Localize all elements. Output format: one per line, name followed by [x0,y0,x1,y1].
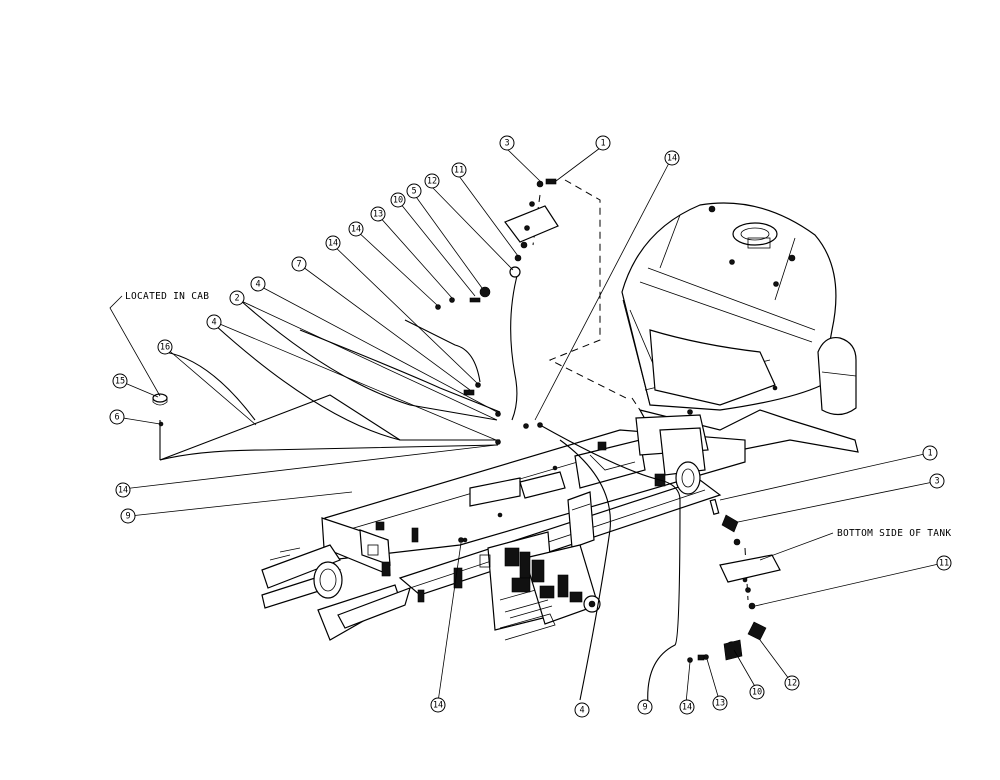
callout-number: 3 [504,139,509,149]
callout-15: 15 [112,373,128,389]
callout-circle [325,235,341,251]
hoses [159,271,681,706]
note-bottom-side-of-tank: BOTTOM SIDE OF TANK [837,528,951,539]
callout-number: 7 [296,260,301,270]
callout-circle [929,473,945,489]
callout-4-bottom: 4 [574,702,590,718]
callout-circle [451,162,467,178]
callout-circle [348,221,364,237]
callout-3-right: 3 [929,473,945,489]
callout-circle [406,183,422,199]
callout-number: 10 [752,688,762,698]
callout-circle [229,290,245,306]
callout-number: 9 [642,703,647,713]
callout-10-top: 10 [390,192,406,208]
callout-circle [499,135,515,151]
callout-11-top: 11 [451,162,467,178]
callout-1-top: 1 [595,135,611,151]
callout-number: 1 [927,449,932,459]
callout-circle [430,697,446,713]
tank [621,202,859,453]
callout-5: 5 [406,183,422,199]
callout-number: 6 [114,413,119,423]
callout-circle [206,314,222,330]
callout-circle [120,508,136,524]
callout-number: 14 [682,703,692,713]
callout-2: 2 [229,290,245,306]
callout-14-br: 14 [679,699,695,715]
callout-circle [291,256,307,272]
callout-number: 14 [118,486,128,496]
callout-number: 11 [939,559,949,569]
bottom-tank-fitting-assembly [687,498,781,663]
callout-circle [574,702,590,718]
callout-number: 12 [787,679,797,689]
callout-number: 13 [715,699,725,709]
callout-12-br: 12 [784,675,800,691]
callout-circle [370,206,386,222]
callout-14-left: 14 [115,482,131,498]
callout-number: 16 [160,343,170,353]
callout-number: 1 [600,139,605,149]
callout-13-top: 13 [370,206,386,222]
callout-9-left: 9 [120,508,136,524]
callout-3-top: 3 [499,135,515,151]
callout-number: 2 [234,294,239,304]
pump-valve-assembly [479,531,601,641]
callout-circle [784,675,800,691]
callout-circle [664,150,680,166]
callout-circle [679,699,695,715]
callout-circle [424,173,440,189]
callout-7: 7 [291,256,307,272]
callout-circle [595,135,611,151]
callout-circle [637,699,653,715]
callout-11-right: 11 [936,555,952,571]
callout-4-left: 4 [206,314,222,330]
callout-circle [936,555,952,571]
callout-circle [749,684,765,700]
callout-number: 14 [433,701,443,711]
callout-number: 15 [115,377,125,387]
callout-number: 14 [667,154,677,164]
callout-number: 5 [411,187,416,197]
callout-1-right: 1 [922,445,938,461]
callout-number: 12 [427,177,437,187]
callout-number: 4 [579,706,584,716]
callout-circle [390,192,406,208]
callout-14-upper: 14 [325,235,341,251]
callout-circle [112,373,128,389]
callout-14-upper2: 14 [348,221,364,237]
callout-number: 11 [454,166,464,176]
callout-circle [250,276,266,292]
callout-circle [109,409,125,425]
callout-number: 4 [255,280,260,290]
callout-4-upper: 4 [250,276,266,292]
callout-circle [115,482,131,498]
callout-number: 9 [125,512,130,522]
callout-14-bottom: 14 [430,697,446,713]
top-fitting-assembly [152,178,559,543]
callout-10-br: 10 [749,684,765,700]
callout-6: 6 [109,409,125,425]
callout-14-topright: 14 [664,150,680,166]
callout-number: 3 [934,477,939,487]
callout-13-br: 13 [712,695,728,711]
callout-number: 14 [328,239,338,249]
callout-circle [922,445,938,461]
note-located-in-cab: LOCATED IN CAB [125,291,209,302]
leader-lines [109,147,944,704]
callout-number: 4 [211,318,216,328]
callout-circle [157,339,173,355]
callout-9-bottom: 9 [637,699,653,715]
callout-16: 16 [157,339,173,355]
callout-number: 10 [393,196,403,206]
callout-number: 14 [351,225,361,235]
callout-number: 13 [373,210,383,220]
callout-12-top: 12 [424,173,440,189]
callout-circle [712,695,728,711]
